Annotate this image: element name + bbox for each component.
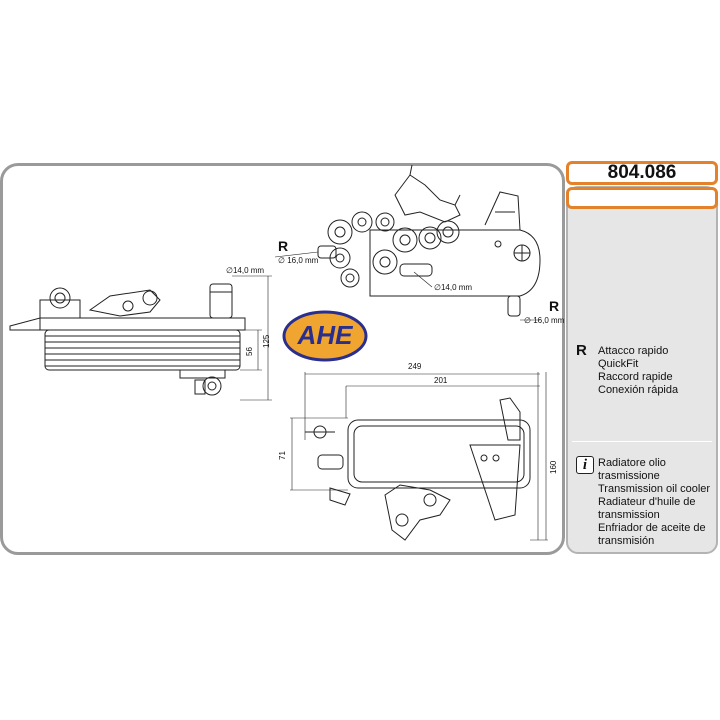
legend-text: Attacco rapido QuickFit Raccord rapide C…	[598, 345, 678, 397]
dim-249-label: 249	[408, 362, 422, 371]
info-panel	[566, 186, 718, 554]
top-diameter-label-3: ∅ 16,0 mm	[524, 316, 565, 325]
description-line: Radiatore olio trasmissione	[598, 457, 666, 482]
legend-line: QuickFit	[598, 358, 639, 370]
dim-71-label: 71	[278, 451, 287, 460]
dim-125-label: 125	[262, 334, 271, 348]
description-line: Enfriador de aceite de	[598, 522, 706, 534]
top-diameter-label-1: ∅ 16,0 mm	[278, 256, 319, 265]
quickfit-marker: R	[278, 238, 289, 254]
dim-201-label: 201	[434, 376, 448, 385]
description-line: transmisión	[598, 535, 655, 547]
ahe-logo	[282, 310, 368, 362]
description-line: Transmission oil cooler	[598, 483, 711, 495]
top-view-cooler	[274, 164, 541, 321]
side-view-cooler	[9, 275, 272, 401]
dim-160-label: 160	[549, 460, 558, 474]
drawing-panel	[0, 163, 565, 555]
legend-line: Attacco rapido	[598, 345, 669, 357]
info-icon: i	[576, 456, 594, 474]
description-text: Radiatore olio trasmissione Transmission…	[598, 457, 720, 548]
logo-text: AHE	[297, 320, 353, 350]
info-divider	[572, 441, 712, 442]
part-number: 804.086	[566, 161, 718, 185]
description-line: transmission	[598, 509, 660, 521]
front-view-cooler	[290, 372, 548, 541]
empty-field-box	[566, 187, 718, 209]
top-diameter-label-2: ∅14,0 mm	[434, 283, 473, 292]
side-diameter-label: ∅14,0 mm	[226, 266, 265, 275]
legend-line: Conexión rápida	[598, 384, 679, 396]
legend-line: Raccord rapide	[598, 371, 673, 383]
legend-code: R	[576, 342, 587, 359]
quickfit-marker: R	[549, 298, 560, 314]
description-line: Radiateur d'huile de	[598, 496, 696, 508]
dim-56-label: 56	[245, 347, 254, 356]
